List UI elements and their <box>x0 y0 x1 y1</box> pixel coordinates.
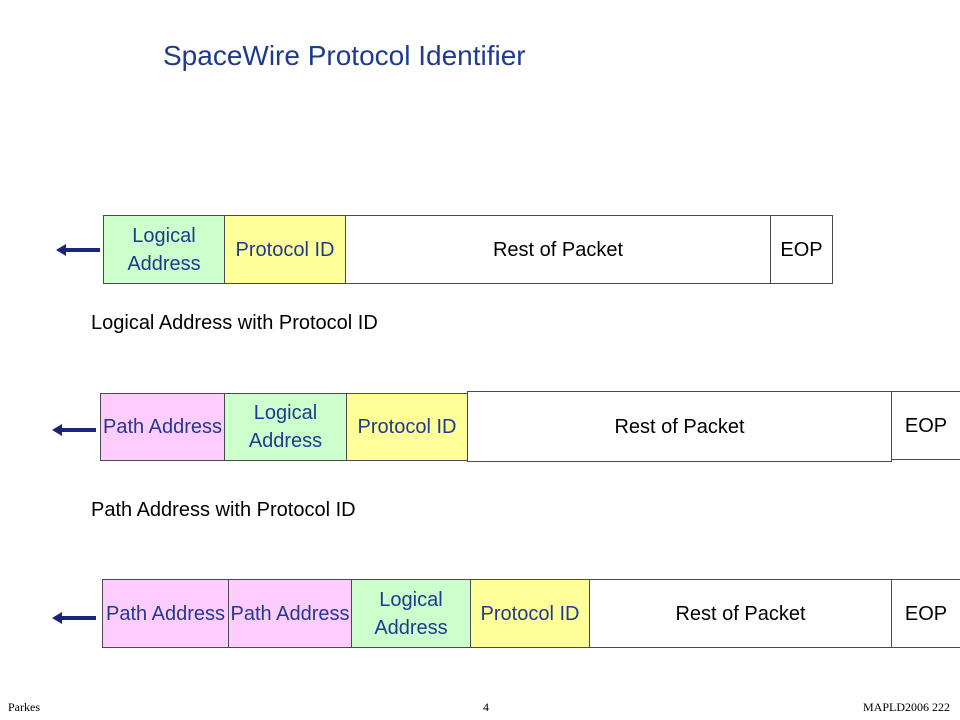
eop-field: EOP <box>891 391 960 460</box>
logical-address-field: Logical Address <box>351 579 471 648</box>
arrow-left-icon <box>52 612 96 624</box>
rest-of-packet-field: Rest of Packet <box>589 579 892 648</box>
diagram-caption: Path Address with Protocol ID <box>91 499 356 521</box>
logical-address-field: Logical Address <box>103 215 225 284</box>
arrow-left-icon <box>56 244 100 256</box>
footer-author: Parkes <box>8 700 40 714</box>
path-address-field: Path Address <box>102 579 229 648</box>
protocol-id-field: Protocol ID <box>470 579 590 648</box>
arrow-left-icon <box>52 424 96 436</box>
logical-address-field: Logical Address <box>224 393 347 461</box>
protocol-id-field: Protocol ID <box>346 393 468 461</box>
rest-of-packet-field: Rest of Packet <box>467 391 892 462</box>
eop-field: EOP <box>770 215 833 284</box>
rest-of-packet-field: Rest of Packet <box>345 215 771 284</box>
footer-event: MAPLD2006 222 <box>862 700 950 714</box>
path-address-field: Path Address <box>228 579 352 648</box>
page-title: SpaceWire Protocol Identifier <box>163 40 526 71</box>
protocol-id-field: Protocol ID <box>224 215 346 284</box>
diagram-caption: Logical Address with Protocol ID <box>91 312 378 334</box>
path-address-field: Path Address <box>100 393 225 461</box>
eop-field: EOP <box>891 579 960 648</box>
footer-page-number: 4 <box>483 700 489 714</box>
